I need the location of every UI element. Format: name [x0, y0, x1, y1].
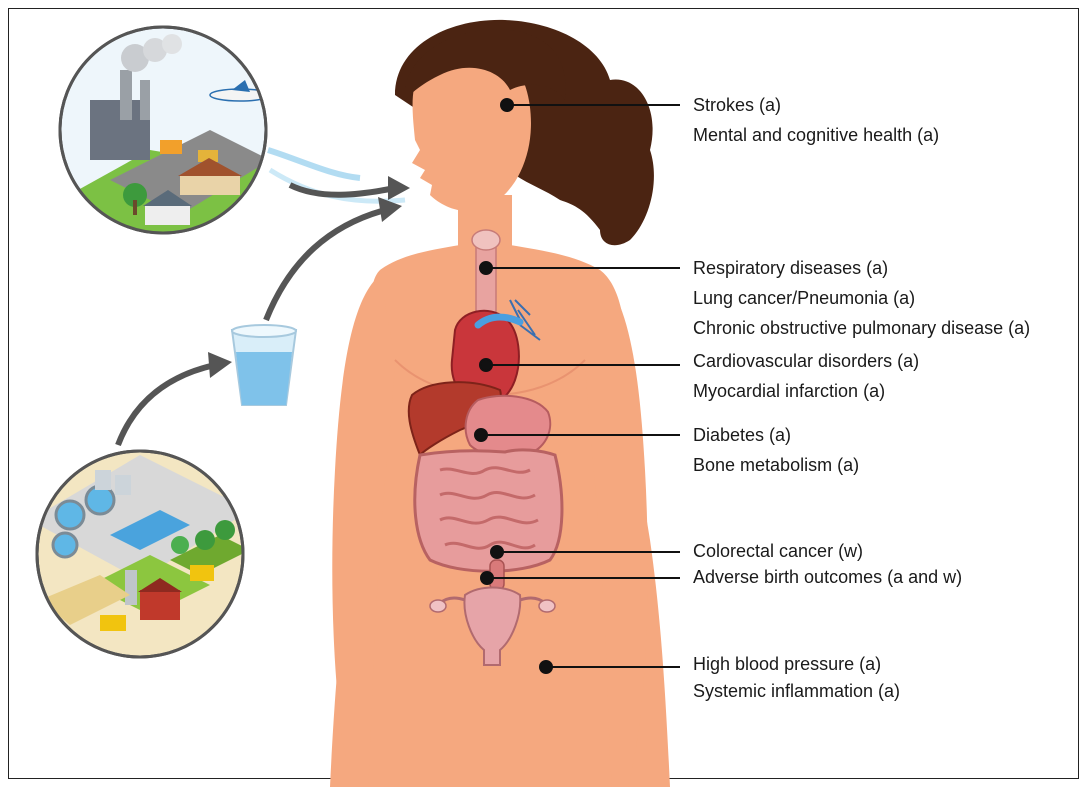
- water-glass-icon: [232, 325, 296, 405]
- label-myocardial: Myocardial infarction (a): [693, 380, 885, 402]
- label-colorectal: Colorectal cancer (w): [693, 540, 863, 562]
- label-cardiovascular: Cardiovascular disorders (a): [693, 350, 919, 372]
- label-inflammation: Systemic inflammation (a): [693, 680, 900, 702]
- dot-colon: [491, 546, 503, 558]
- industry-scene-circle: [60, 27, 270, 240]
- dot-stomach: [475, 429, 487, 441]
- label-strokes: Strokes (a): [693, 94, 781, 116]
- label-bone-metabolism: Bone metabolism (a): [693, 454, 859, 476]
- farm-water-scene-circle: [30, 451, 250, 657]
- dot-lungs: [480, 262, 492, 274]
- label-mental-health: Mental and cognitive health (a): [693, 124, 939, 146]
- label-birth-outcomes: Adverse birth outcomes (a and w): [693, 566, 962, 588]
- dot-body: [540, 661, 552, 673]
- label-respiratory: Respiratory diseases (a): [693, 257, 888, 279]
- dot-uterus: [481, 572, 493, 584]
- dot-heart: [480, 359, 492, 371]
- farm-to-glass-arrow: [118, 365, 215, 445]
- air-flow-arrow: [268, 150, 410, 201]
- label-lung-cancer: Lung cancer/Pneumonia (a): [693, 287, 915, 309]
- label-copd: Chronic obstructive pulmonary disease (a…: [693, 317, 1030, 339]
- label-blood-pressure: High blood pressure (a): [693, 653, 881, 675]
- label-diabetes: Diabetes (a): [693, 424, 791, 446]
- dot-brain: [501, 99, 513, 111]
- stomach: [466, 396, 551, 457]
